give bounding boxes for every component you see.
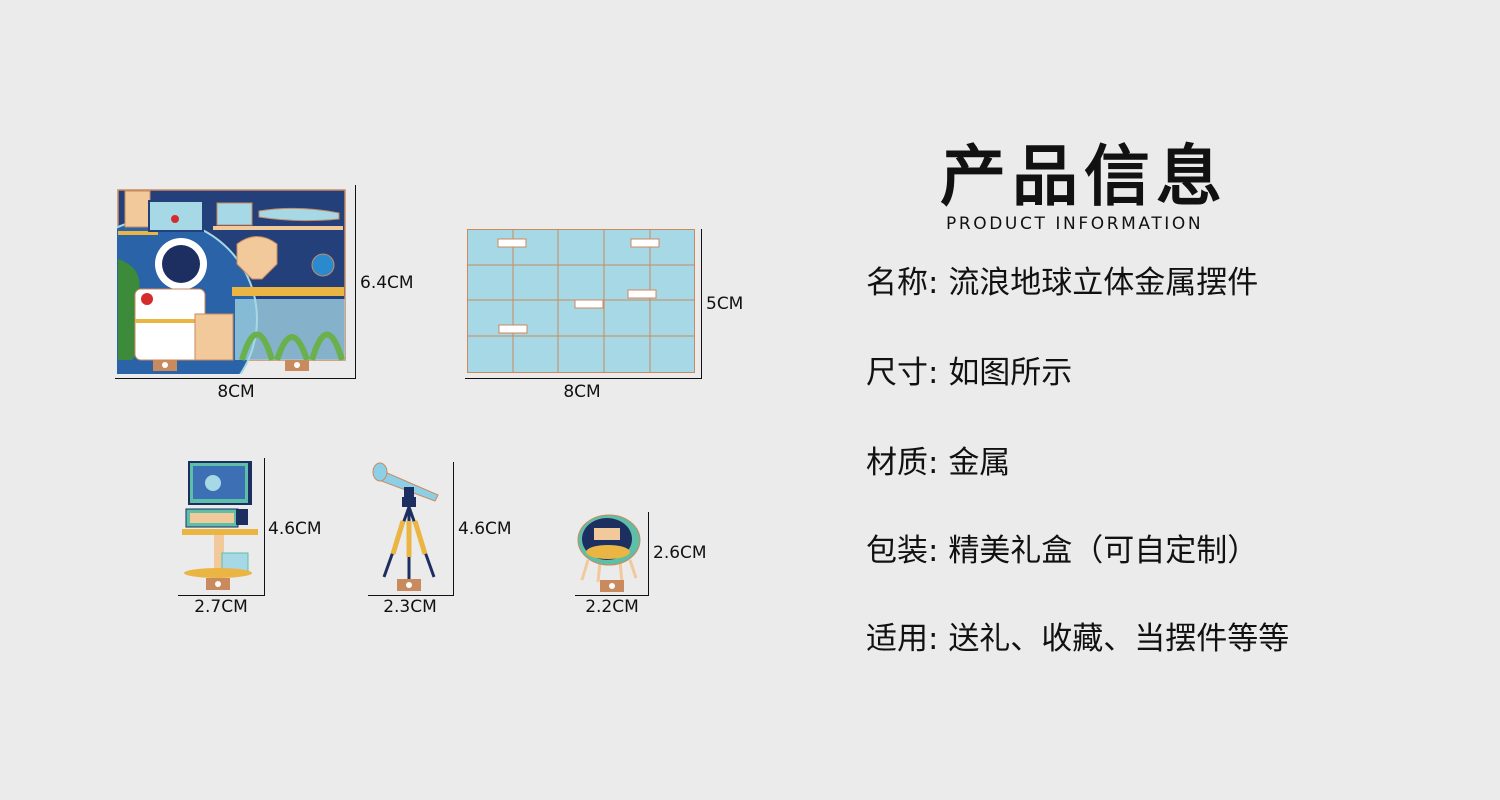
page-subtitle: PRODUCT INFORMATION <box>946 214 1204 234</box>
chair-illustration <box>576 512 642 594</box>
back-panel-height: 5CM <box>706 294 744 314</box>
room-scene-height: 6.4CM <box>360 273 414 293</box>
computer-height: 4.6CM <box>268 519 322 539</box>
height-dimension-line <box>701 229 702 379</box>
page-title: 产品信息 <box>940 137 1228 215</box>
info-label: 包装: <box>866 533 949 569</box>
info-value: 金属 <box>948 445 1011 481</box>
telescope-illustration <box>372 459 446 593</box>
computer-illustration <box>180 459 264 591</box>
info-value: 送礼、收藏、当摆件等等 <box>948 621 1290 657</box>
chair-width: 2.2CM <box>585 597 639 617</box>
info-label: 名称: <box>866 265 949 301</box>
chair-height: 2.6CM <box>653 543 707 563</box>
info-value: 精美礼盒（可自定制） <box>948 533 1259 569</box>
info-row-name: 名称: 流浪地球立体金属摆件 <box>866 264 1258 302</box>
info-label: 尺寸: <box>866 355 949 391</box>
info-row-size: 尺寸: 如图所示 <box>866 354 1072 392</box>
width-dimension-line <box>115 378 356 379</box>
back-panel-illustration <box>467 229 695 373</box>
width-dimension-line <box>465 378 702 379</box>
info-label: 适用: <box>866 621 949 657</box>
info-label: 材质: <box>866 445 949 481</box>
telescope-height: 4.6CM <box>458 519 512 539</box>
info-row-packaging: 包装: 精美礼盒（可自定制） <box>866 532 1258 570</box>
back-panel-width: 8CM <box>563 382 601 402</box>
info-value: 如图所示 <box>948 355 1073 391</box>
room-scene-width: 8CM <box>217 382 255 402</box>
height-dimension-line <box>453 462 454 596</box>
telescope-width: 2.3CM <box>383 597 437 617</box>
width-dimension-line <box>178 595 265 596</box>
info-row-usage: 适用: 送礼、收藏、当摆件等等 <box>866 620 1289 658</box>
height-dimension-line <box>264 458 265 596</box>
height-dimension-line <box>648 512 649 596</box>
room-scene-illustration <box>56 189 347 420</box>
height-dimension-line <box>355 185 356 379</box>
width-dimension-line <box>368 595 454 596</box>
width-dimension-line <box>575 595 649 596</box>
info-value: 流浪地球立体金属摆件 <box>948 265 1259 301</box>
info-row-material: 材质: 金属 <box>866 444 1010 482</box>
computer-width: 2.7CM <box>194 597 248 617</box>
